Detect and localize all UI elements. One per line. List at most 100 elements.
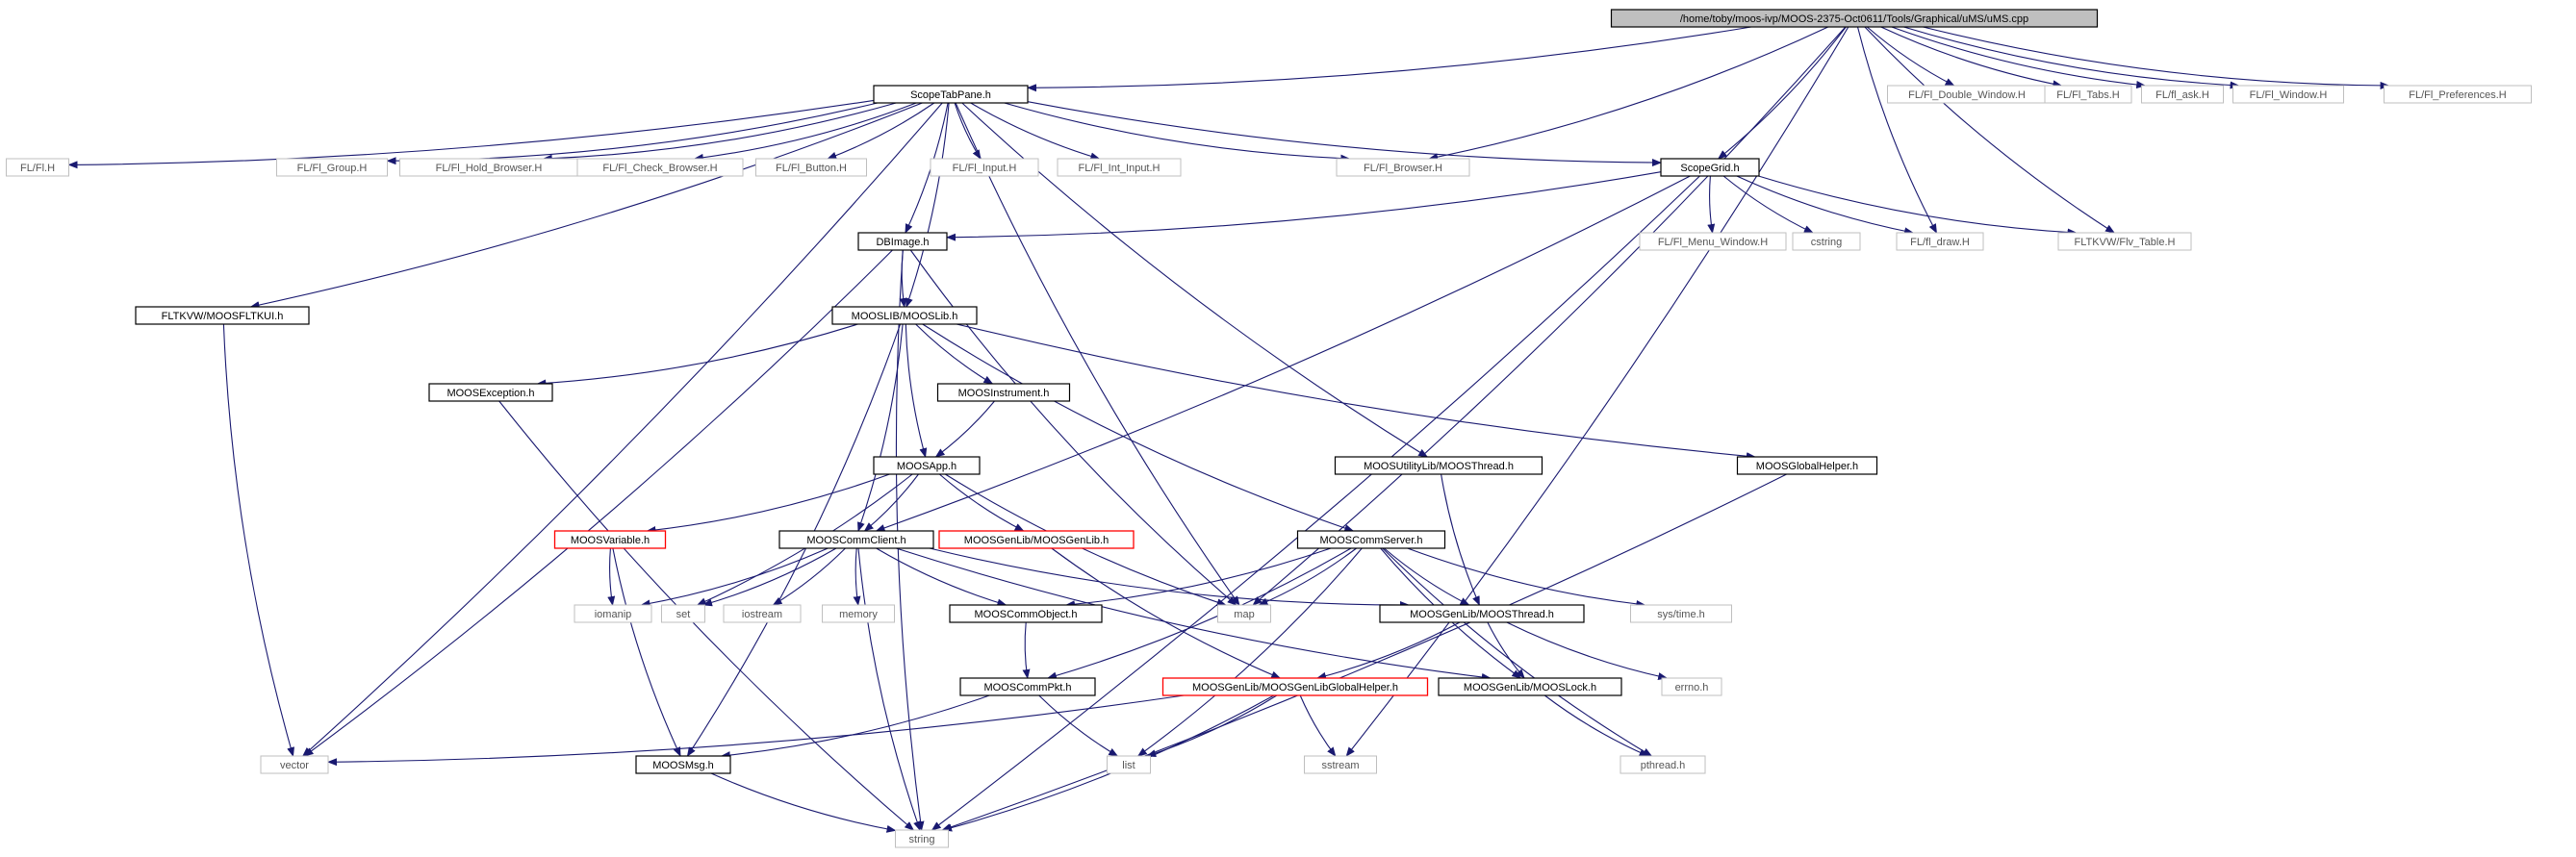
edge-moosglobal-to-string: [941, 473, 1787, 831]
node-label-moosapp: MOOSApp.h: [897, 461, 956, 472]
node-moosgenglobal[interactable]: MOOSGenLib/MOOSGenLibGlobalHelper.h: [1161, 677, 1429, 696]
node-fl_group: FL/Fl_Group.H: [276, 158, 388, 177]
node-moosmsg[interactable]: MOOSMsg.h: [635, 755, 731, 774]
node-fl_input: FL/Fl_Input.H: [930, 158, 1039, 177]
node-box-mooscommobj: [949, 604, 1103, 623]
node-label-moosvar: MOOSVariable.h: [571, 535, 650, 546]
edge-root-to-flv_table: [1864, 26, 2115, 234]
node-mooscommclient[interactable]: MOOSCommClient.h: [778, 530, 934, 549]
node-box-fltkui: [135, 306, 310, 325]
node-scopegrid[interactable]: ScopeGrid.h: [1660, 158, 1760, 177]
node-moosapp[interactable]: MOOSApp.h: [873, 456, 981, 475]
edge-mooscommclient-to-memory: [853, 547, 861, 606]
edge-scopegrid-to-mooscommclient: [875, 175, 1691, 532]
edge-moosvar-to-iomanip: [607, 547, 616, 606]
node-root[interactable]: /home/toby/moos-ivp/MOOS-2375-Oct0611/To…: [1610, 9, 2099, 28]
node-mooscommserver[interactable]: MOOSCommServer.h: [1296, 530, 1446, 549]
node-box-moosinstr: [936, 383, 1071, 402]
edge-root-to-sstream: [1345, 26, 1849, 757]
node-label-fl_check: FL/Fl_Check_Browser.H: [602, 163, 717, 174]
node-box-fl_pref: [2384, 85, 2532, 104]
edge-scopetab-to-scopegrid: [1027, 101, 1662, 167]
node-box-fl_intinput: [1057, 158, 1182, 177]
node-label-fl_dbl: FL/Fl_Double_Window.H: [1908, 89, 2026, 101]
node-fl_check: FL/Fl_Check_Browser.H: [576, 158, 744, 177]
node-moosutilthread[interactable]: MOOSUtilityLib/MOOSThread.h: [1334, 456, 1543, 475]
edge-moosgenglobal-to-vector: [327, 694, 1185, 767]
node-box-moosapp: [873, 456, 981, 475]
node-label-fl_tabs: FL/Fl_Tabs.H: [2056, 89, 2119, 101]
edge-mooslock-to-pthread: [1543, 694, 1649, 757]
edge-root-to-scopegrid: [1717, 26, 1847, 160]
node-label-moosglobal: MOOSGlobalHelper.h: [1756, 461, 1858, 472]
dependency-nodes: /home/toby/moos-ivp/MOOS-2375-Oct0611/To…: [6, 9, 2532, 848]
node-mooslib[interactable]: MOOSLIB/MOOSLib.h: [831, 306, 978, 325]
edge-root-to-fl_browser: [1428, 26, 1829, 162]
edge-scopegrid-to-flv_table: [1758, 175, 2078, 237]
node-label-set: set: [676, 609, 691, 620]
node-label-dbimage: DBImage.h: [876, 237, 929, 248]
node-box-root: [1610, 9, 2099, 28]
node-fl_tabs: FL/Fl_Tabs.H: [2044, 85, 2132, 104]
edge-mooslib-to-mooscommclient: [857, 323, 904, 532]
node-moosglobal[interactable]: MOOSGlobalHelper.h: [1736, 456, 1878, 475]
edge-scopetab-to-fl_hold: [542, 102, 897, 163]
node-label-vector: vector: [280, 760, 309, 771]
edge-scopetab-to-fl_input: [954, 102, 982, 160]
node-moosthread[interactable]: MOOSGenLib/MOOSThread.h: [1379, 604, 1585, 623]
node-label-systime: sys/time.h: [1657, 609, 1705, 620]
node-dbimage[interactable]: DBImage.h: [857, 232, 948, 251]
node-moosexc[interactable]: MOOSException.h: [428, 383, 553, 402]
node-moosinstr[interactable]: MOOSInstrument.h: [936, 383, 1071, 402]
node-fl_button: FL/Fl_Button.H: [755, 158, 867, 177]
node-label-root: /home/toby/moos-ivp/MOOS-2375-Oct0611/To…: [1680, 13, 2028, 25]
node-label-moosutilthread: MOOSUtilityLib/MOOSThread.h: [1364, 461, 1514, 472]
edge-scopegrid-to-dbimage: [946, 171, 1662, 241]
edge-scopetab-to-moosutilthread: [961, 102, 1429, 458]
node-label-fltkui: FLTKVW/MOOSFLTKUI.h: [162, 311, 284, 322]
node-box-iomanip: [574, 604, 652, 623]
node-fl_hold: FL/Fl_Hold_Browser.H: [399, 158, 578, 177]
node-box-iostream: [723, 604, 802, 623]
node-list: list: [1107, 755, 1151, 774]
edge-moosinstr-to-moosapp: [934, 400, 995, 458]
node-errno: errno.h: [1661, 677, 1722, 696]
node-mooscommobj[interactable]: MOOSCommObject.h: [949, 604, 1103, 623]
node-label-fl_ask: FL/fl_ask.H: [2155, 89, 2209, 101]
edge-root-to-fl_draw: [1856, 26, 1937, 234]
node-moosgenlib[interactable]: MOOSGenLib/MOOSGenLib.h: [938, 530, 1135, 549]
node-label-moosexc: MOOSException.h: [446, 388, 534, 399]
node-mooslock[interactable]: MOOSGenLib/MOOSLock.h: [1438, 677, 1622, 696]
node-box-dbimage: [857, 232, 948, 251]
edge-moosapp-to-moosvar: [646, 473, 890, 534]
edge-moosthread-to-moosgenglobal: [1316, 621, 1461, 680]
edge-scopetab-to-map: [955, 102, 1240, 606]
node-fltkui[interactable]: FLTKVW/MOOSFLTKUI.h: [135, 306, 310, 325]
node-box-fl_browser: [1336, 158, 1470, 177]
edge-mooscommclient-to-iomanip: [640, 547, 829, 608]
edge-dbimage-to-map: [909, 249, 1237, 606]
edge-mooscommclient-to-mooslock: [896, 547, 1492, 681]
node-label-fl_group: FL/Fl_Group.H: [297, 163, 368, 174]
node-label-fl_button: FL/Fl_Button.H: [776, 163, 847, 174]
node-label-fl_browser: FL/Fl_Browser.H: [1364, 163, 1442, 174]
node-box-fl_h: [6, 158, 69, 177]
node-mooscommpkt[interactable]: MOOSCommPkt.h: [959, 677, 1096, 696]
edge-mooscommserver-to-moosthread: [1384, 547, 1470, 606]
edge-scopetab-to-fl_h: [67, 99, 875, 169]
node-string: string: [895, 829, 949, 848]
node-moosvar[interactable]: MOOSVariable.h: [553, 530, 667, 549]
node-box-fl_input: [930, 158, 1039, 177]
edge-mooslib-to-mooscommserver: [922, 323, 1355, 532]
node-label-fl_h: FL/Fl.H: [20, 163, 55, 174]
edge-mooscommclient-to-mooscommobj: [876, 547, 1007, 607]
node-label-scopegrid: ScopeGrid.h: [1680, 163, 1739, 174]
node-box-list: [1107, 755, 1151, 774]
node-box-moosmsg: [635, 755, 731, 774]
node-flv_table: FLTKVW/Flv_Table.H: [2057, 232, 2192, 251]
node-memory: memory: [822, 604, 895, 623]
edge-mooscommserver-to-map: [1258, 547, 1357, 606]
node-label-fl_win: FL/Fl_Window.H: [2250, 89, 2328, 101]
node-scopetab[interactable]: ScopeTabPane.h: [873, 85, 1029, 104]
